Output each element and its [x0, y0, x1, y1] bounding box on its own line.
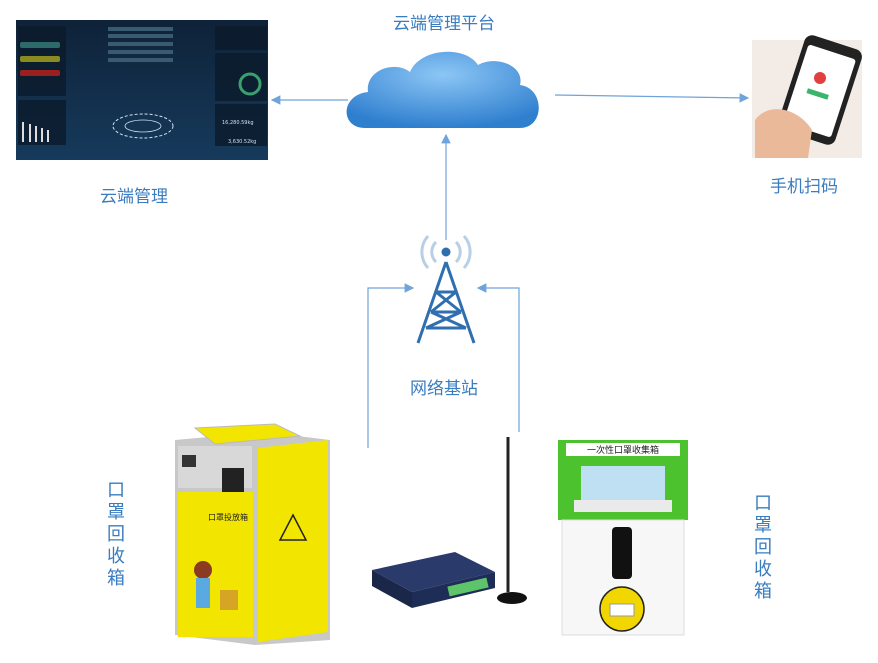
- line-router-to-tower: [476, 283, 520, 432]
- router-image: [372, 437, 527, 608]
- mobile-scan-label: 手机扫码: [770, 177, 838, 197]
- left-device-label: 口罩回收箱: [107, 480, 125, 589]
- cloud-management-label: 云端管理: [100, 187, 168, 207]
- cloud-icon: [346, 51, 539, 129]
- arrow-to-phone: [554, 93, 750, 103]
- base-station-label: 网络基站: [410, 379, 478, 399]
- dashboard-screenshot: 16,280.59kg 3,630.52kg: [16, 20, 268, 160]
- mask-disposal-bin-image: 口罩投放箱: [175, 423, 330, 645]
- mask-collection-kiosk-image: 一次性口罩收集箱: [558, 440, 688, 636]
- platform-title: 云端管理平台: [393, 14, 495, 34]
- right-bin-sign: 一次性口罩收集箱: [587, 444, 659, 456]
- left-bin-sign: 口罩投放箱: [208, 512, 248, 522]
- dashboard-total-2: 3,630.52kg: [228, 139, 256, 145]
- cell-tower-icon: [416, 235, 476, 344]
- phone-image: [752, 35, 862, 158]
- dashboard-total-1: 16,280.59kg: [222, 120, 254, 126]
- line-left-bin-to-tower: [367, 283, 415, 448]
- right-device-label: 口罩回收箱: [754, 493, 772, 602]
